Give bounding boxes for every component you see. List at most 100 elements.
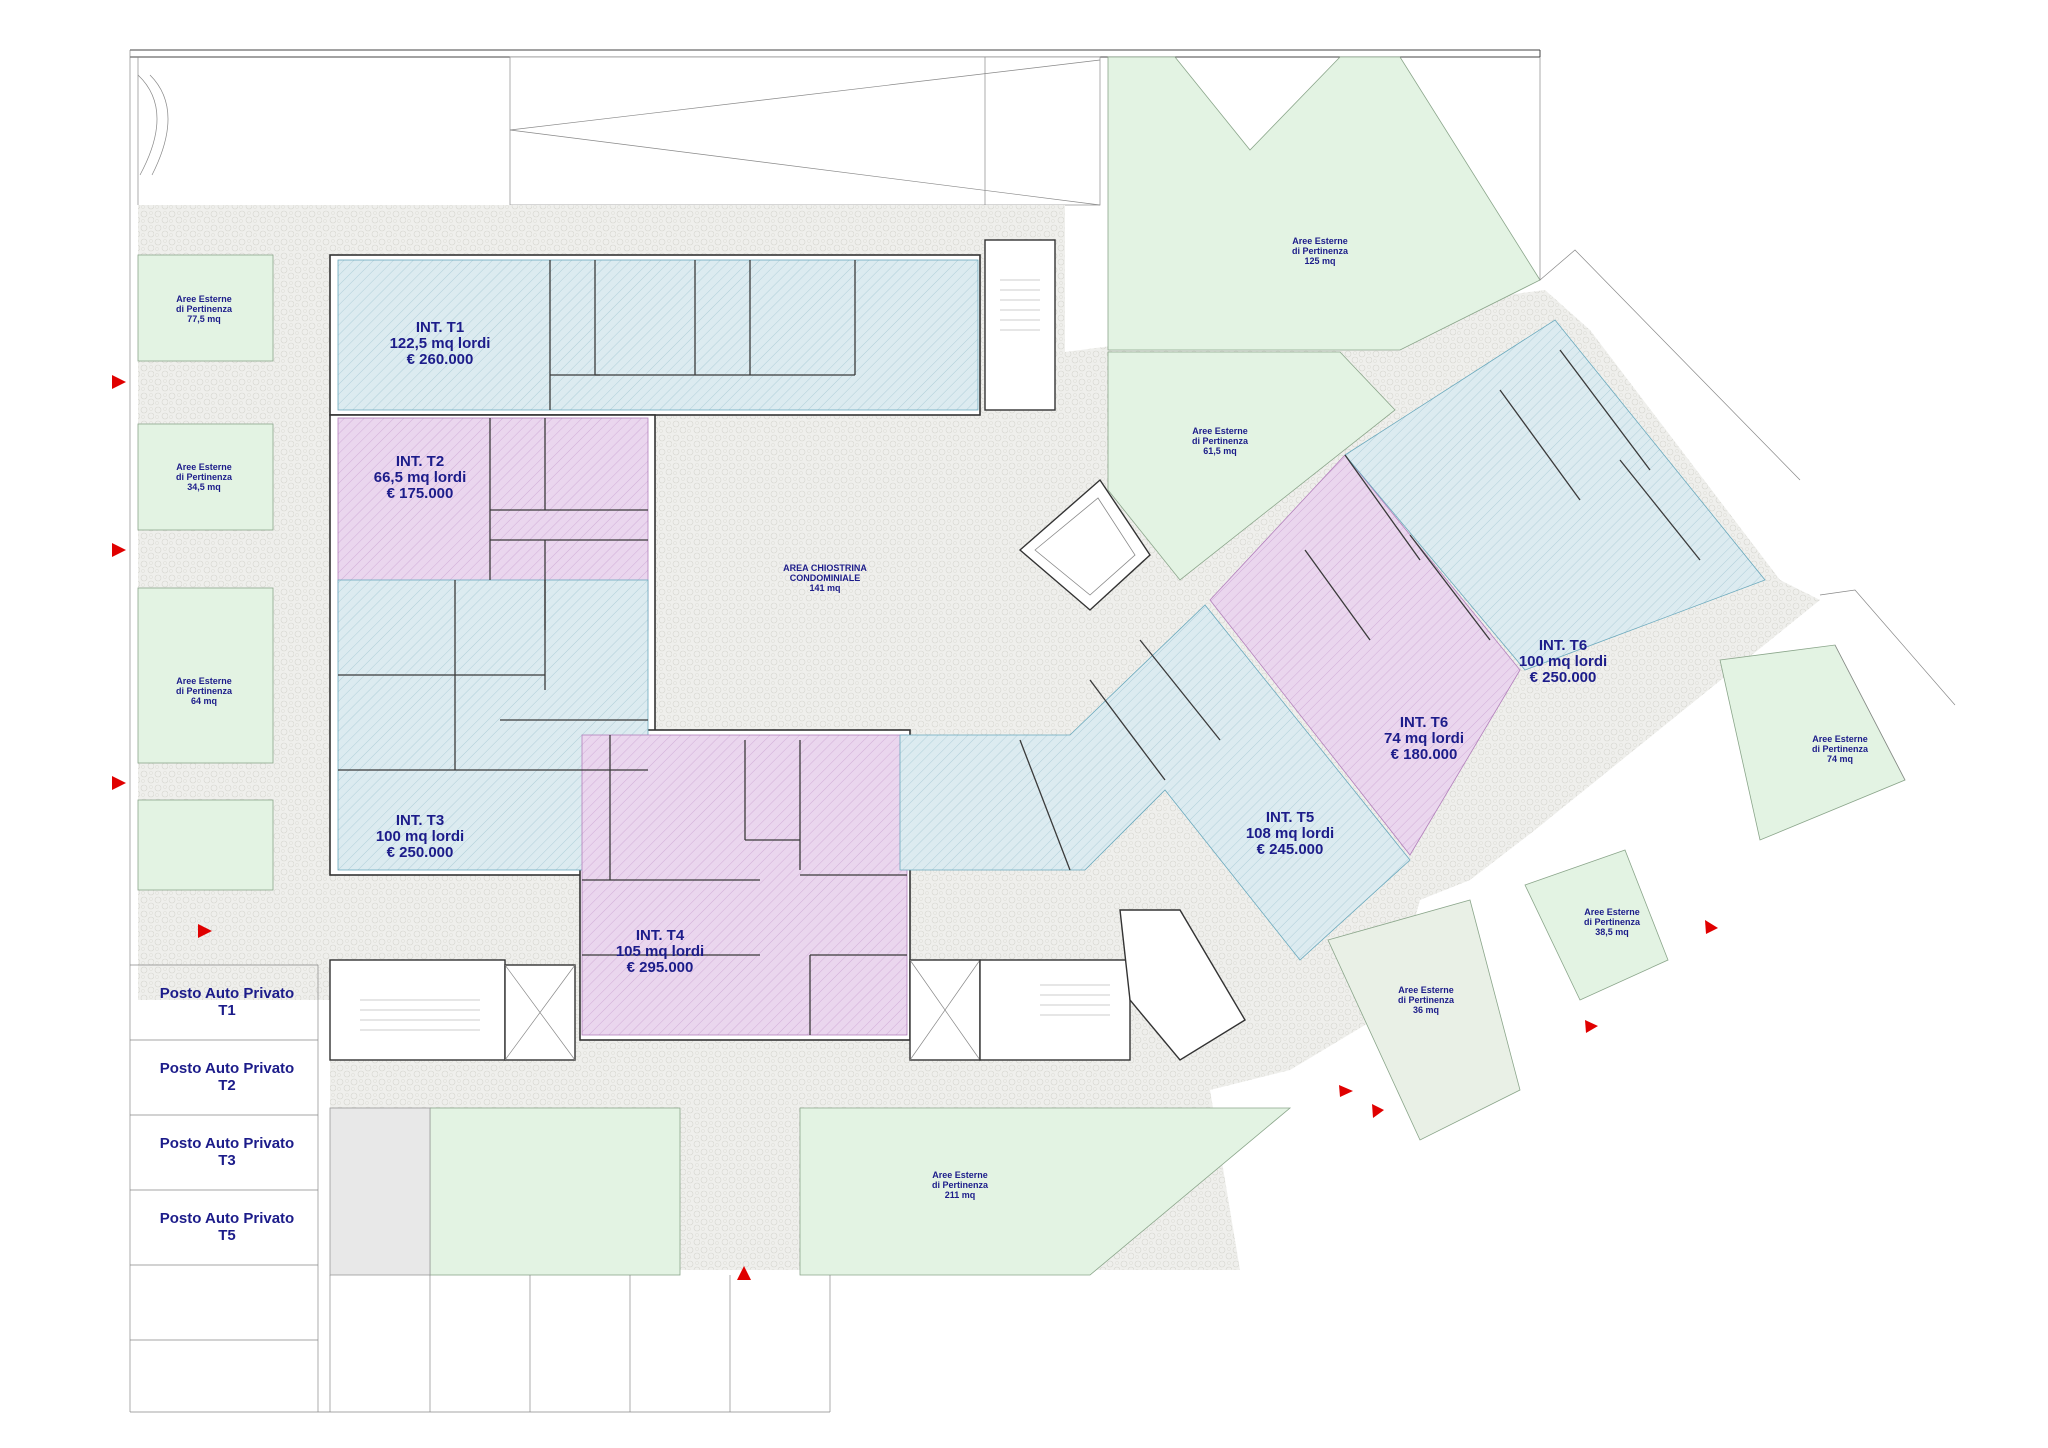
t2-label-line: € 175.000 xyxy=(387,485,454,502)
p2-label-line: Posto Auto Privato xyxy=(160,1060,294,1077)
p2-label-line: T2 xyxy=(218,1077,236,1094)
t1-label-line: INT. T1 xyxy=(416,319,464,336)
t1-label-line: 122,5 mq lordi xyxy=(390,335,491,352)
site-boundary xyxy=(129,49,1541,1412)
g2-label-line: Aree Esterne xyxy=(176,462,232,472)
entrance-arrow xyxy=(1372,1104,1384,1118)
t6a-label-line: INT. T6 xyxy=(1400,714,1448,731)
g3-label-line: di Pertinenza xyxy=(176,686,233,696)
p3-label-line: Posto Auto Privato xyxy=(160,1135,294,1152)
g3-label-line: 64 mq xyxy=(191,696,217,706)
t3-label-line: 100 mq lordi xyxy=(376,828,464,845)
g1-label-line: 77,5 mq xyxy=(187,314,221,324)
unit-t5-fill xyxy=(899,604,1411,961)
garden-g7 xyxy=(1524,849,1669,1001)
g7-label-line: 38,5 mq xyxy=(1595,927,1629,937)
t3-label-line: € 250.000 xyxy=(387,844,454,861)
parking-grid xyxy=(130,964,831,1413)
g6-label-line: di Pertinenza xyxy=(1812,744,1869,754)
t1-label-line: € 260.000 xyxy=(407,351,474,368)
g9-label-line: Aree Esterne xyxy=(932,1170,988,1180)
courtyard-label-line: AREA CHIOSTRINA xyxy=(783,563,867,573)
unit-t6a-fill xyxy=(1209,454,1521,856)
t5-label-line: € 245.000 xyxy=(1257,841,1324,858)
g6-label-line: Aree Esterne xyxy=(1812,734,1868,744)
p3-label-line: T3 xyxy=(218,1152,236,1169)
g2-label-line: di Pertinenza xyxy=(176,472,233,482)
garden-g3 xyxy=(137,587,274,764)
garden-g8 xyxy=(1327,899,1521,1141)
right-boundary xyxy=(1539,57,1956,781)
g2-label-line: 34,5 mq xyxy=(187,482,221,492)
garden-g4 xyxy=(1107,56,1541,351)
g8-label-line: di Pertinenza xyxy=(1398,995,1455,1005)
p4-label-line: Posto Auto Privato xyxy=(160,1210,294,1227)
g6-label-line: 74 mq xyxy=(1827,754,1853,764)
g8-label-line: 36 mq xyxy=(1413,1005,1439,1015)
grey-area xyxy=(329,1107,431,1276)
courtyard-label-line: CONDOMINIALE xyxy=(790,573,861,583)
stairs-and-lifts xyxy=(329,239,1246,1061)
p4-label-line: T5 xyxy=(218,1227,236,1244)
entrance-arrow xyxy=(1705,920,1718,934)
entrance-arrow xyxy=(198,924,212,938)
entrance-arrow xyxy=(737,1266,751,1280)
t4-label-line: 105 mq lordi xyxy=(616,943,704,960)
g4-label-line: 125 mq xyxy=(1304,256,1335,266)
p1-label-line: Posto Auto Privato xyxy=(160,985,294,1002)
g5-label-line: di Pertinenza xyxy=(1192,436,1249,446)
g9-label-line: 211 mq xyxy=(945,1190,976,1200)
t5-label-line: INT. T5 xyxy=(1266,809,1314,826)
garden-g1 xyxy=(137,254,274,362)
p1-label-line: T1 xyxy=(218,1002,236,1019)
t6b-label-line: 100 mq lordi xyxy=(1519,653,1607,670)
g7-label-line: di Pertinenza xyxy=(1584,917,1641,927)
gardens-layer xyxy=(137,56,1906,1276)
unit-t6b-fill xyxy=(1344,319,1766,671)
garden-g5 xyxy=(1107,351,1396,581)
garden-g9b xyxy=(429,1107,681,1276)
g5-label-line: Aree Esterne xyxy=(1192,426,1248,436)
entrance-arrow xyxy=(1339,1085,1353,1097)
garden-g9 xyxy=(799,1107,1292,1276)
t2-label-line: 66,5 mq lordi xyxy=(374,469,467,486)
entrance-arrows xyxy=(112,375,1718,1280)
entrance-arrow xyxy=(112,375,126,389)
t4-label-line: INT. T4 xyxy=(636,927,685,944)
t3-label-line: INT. T3 xyxy=(396,812,444,829)
g1-label-line: Aree Esterne xyxy=(176,294,232,304)
entrance-arrow xyxy=(112,776,126,790)
unit-t1-fill xyxy=(337,259,979,411)
g5-label-line: 61,5 mq xyxy=(1203,446,1237,456)
g7-label-line: Aree Esterne xyxy=(1584,907,1640,917)
g9-label-line: di Pertinenza xyxy=(932,1180,989,1190)
garden-g2 xyxy=(137,423,274,531)
g4-label-line: Aree Esterne xyxy=(1292,236,1348,246)
g1-label-line: di Pertinenza xyxy=(176,304,233,314)
t5-label-line: 108 mq lordi xyxy=(1246,825,1334,842)
t4-label-line: € 295.000 xyxy=(627,959,694,976)
entrance-arrow xyxy=(1585,1020,1598,1033)
g8-label-line: Aree Esterne xyxy=(1398,985,1454,995)
